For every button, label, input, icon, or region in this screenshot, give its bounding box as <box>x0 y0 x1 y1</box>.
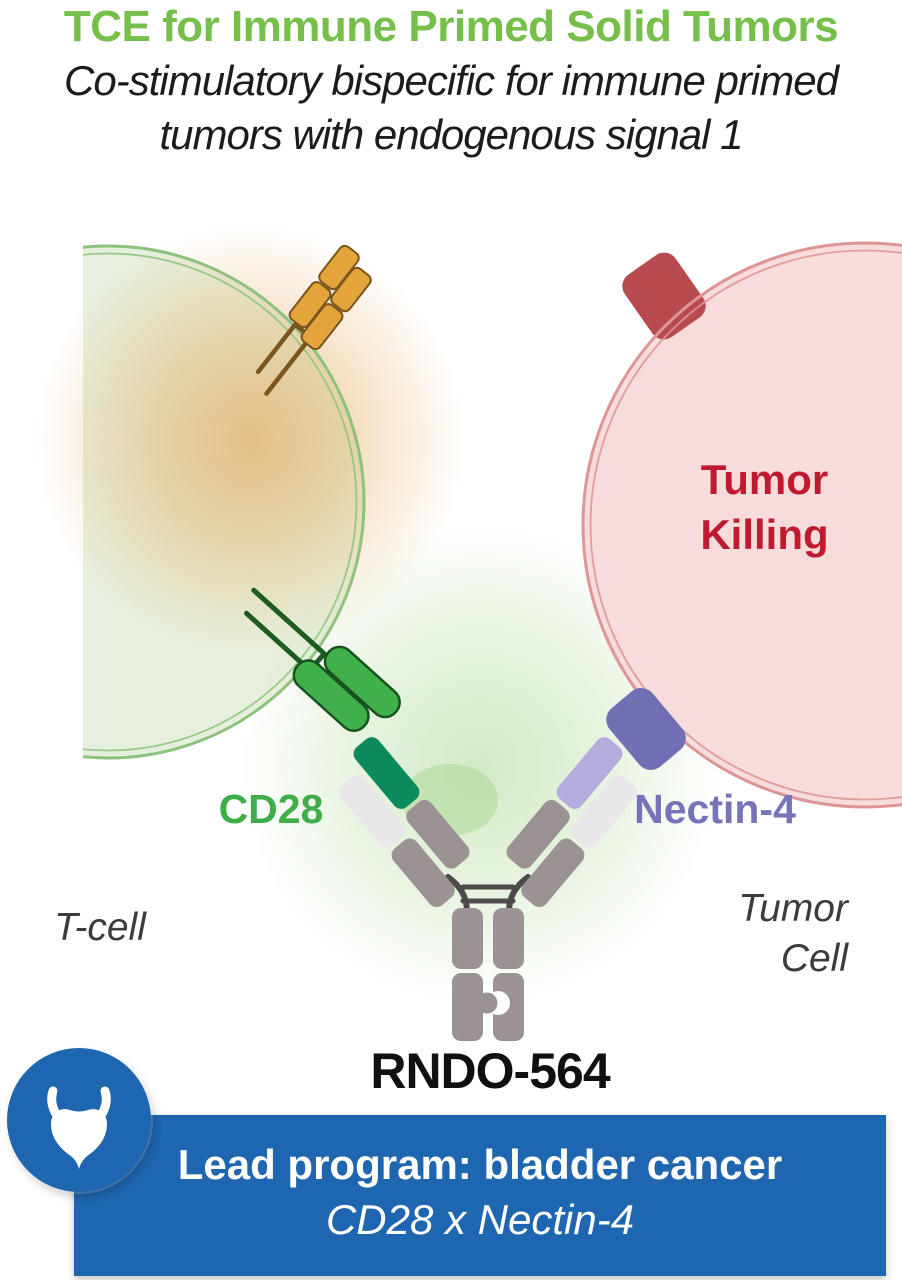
bladder-badge <box>7 1048 151 1192</box>
page-subtitle-line1: Co-stimulatory bispecific for immune pri… <box>64 57 839 104</box>
lead-program-banner <box>74 1115 886 1276</box>
target-pair-text: CD28 x Nectin-4 <box>325 1196 635 1243</box>
page-title: TCE for Immune Primed Solid Tumors <box>63 2 839 51</box>
tumor-killing-line1: Tumor <box>700 456 829 503</box>
t-cell-shape <box>35 225 465 760</box>
lead-program-text: Lead program: bladder cancer <box>177 1141 783 1188</box>
nectin4-label: Nectin-4 <box>634 786 796 832</box>
cd28-receptor-icon <box>243 587 401 732</box>
tcr-receptor-icon <box>255 244 372 396</box>
tumor-cell-shape <box>581 241 902 809</box>
bladder-icon <box>47 1086 111 1169</box>
tumor-cell-label: Tumor Cell <box>696 884 848 984</box>
cd28-label: CD28 <box>218 786 324 832</box>
bispecific-antibody-icon <box>338 737 638 1041</box>
tumor-cell-label-line2: Cell <box>780 937 848 980</box>
fc-knob <box>476 992 498 1014</box>
page-subtitle-line2: tumors with endogenous signal 1 <box>159 111 743 158</box>
tumor-cell-label-line1: Tumor <box>738 887 848 930</box>
tumor-killing-label: Tumor Killing <box>652 452 877 562</box>
nectin4-receptor-icon <box>606 688 686 770</box>
synapse-glow-green <box>240 525 720 1005</box>
tumor-killing-line2: Killing <box>700 511 829 558</box>
antibody-name-label: RNDO-564 <box>370 1043 610 1099</box>
t-cell-label: T-cell <box>54 906 146 949</box>
activation-glow-orange <box>35 225 465 655</box>
